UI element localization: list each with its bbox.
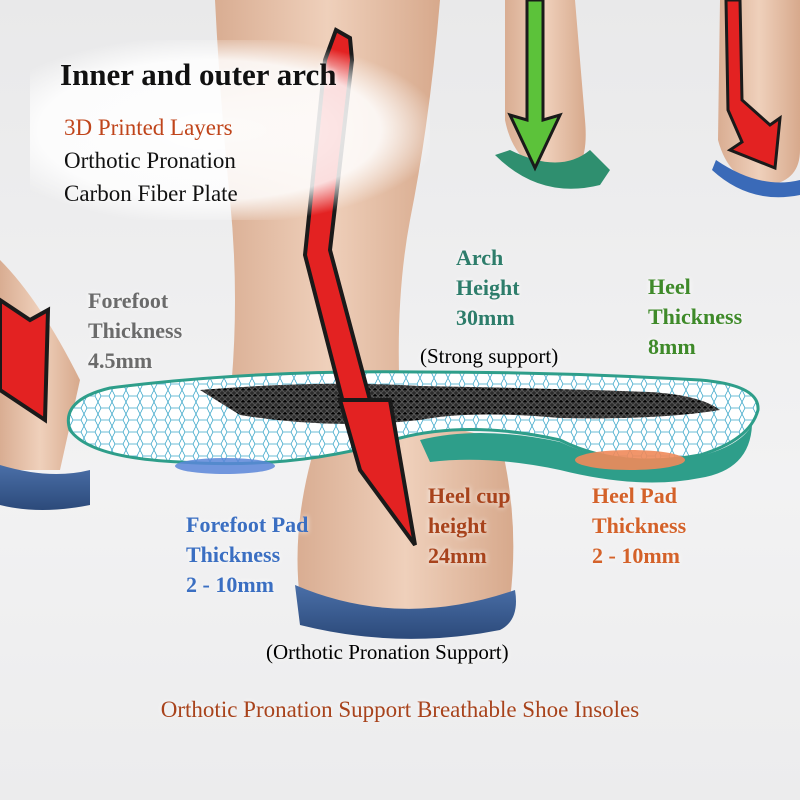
callout-heel-cup-height: Heel cup height 24mm (428, 483, 511, 568)
feature-carbon-fiber-plate: Carbon Fiber Plate (64, 181, 238, 206)
callout-forefoot-pad-thickness: Forefoot Pad Thickness 2 - 10mm (186, 512, 309, 597)
callout-arch-height: Arch Height 30mm (456, 245, 520, 330)
footer-title: Orthotic Pronation Support Breathable Sh… (160, 697, 640, 722)
headline-backdrop (30, 40, 430, 220)
headline: Inner and outer arch (60, 57, 337, 92)
red-arrow-left (0, 297, 51, 424)
red-arrow-head-large (337, 398, 417, 547)
pronation-support-note: (Orthotic Pronation Support) (266, 640, 509, 664)
callout-heel-thickness: Heel Thickness 8mm (648, 274, 743, 359)
red-arrow-small (724, 0, 782, 171)
callout-heel-pad-thickness: Heel Pad Thickness 2 - 10mm (592, 483, 687, 568)
arch-support-note: (Strong support) (420, 344, 559, 368)
insole-image (67, 370, 760, 483)
feature-orthotic-pronation: Orthotic Pronation (64, 148, 236, 173)
feature-3d-printed-layers: 3D Printed Layers (64, 115, 233, 140)
green-arrow (507, 0, 563, 172)
callout-forefoot-thickness: Forefoot Thickness 4.5mm (88, 288, 183, 373)
